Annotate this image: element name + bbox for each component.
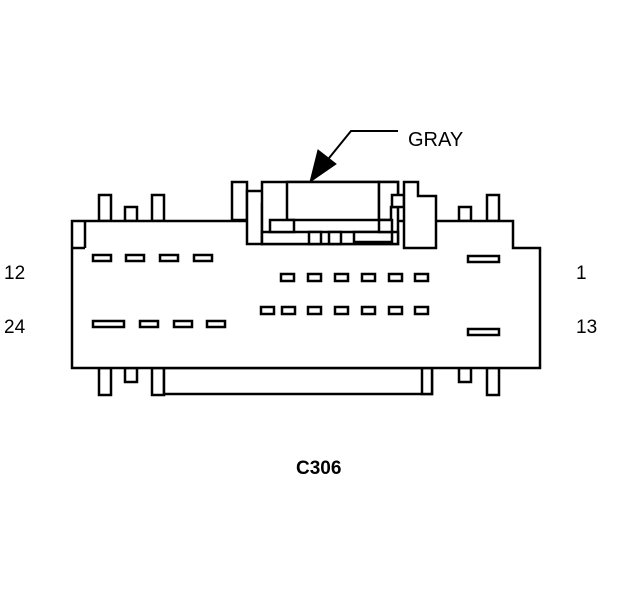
cavity (259, 305, 276, 316)
cavity (333, 272, 350, 283)
connector-drawing (70, 180, 542, 397)
pin-label-bottom-right: 13 (576, 317, 597, 338)
bottom-post-4 (457, 366, 473, 384)
top-post-2 (123, 205, 139, 223)
pin-label-bottom-left: 24 (4, 317, 26, 338)
cavity (413, 272, 430, 283)
bottom-post-2 (123, 366, 139, 384)
cavity (387, 272, 404, 283)
connector-id-label: C306 (296, 458, 341, 479)
connector-body (70, 219, 542, 370)
latch-window (285, 180, 381, 222)
latch-key-1 (268, 218, 296, 234)
leader-line (324, 130, 398, 164)
leader-arrowhead (309, 149, 337, 184)
cavity (124, 253, 146, 263)
cavity (158, 253, 180, 263)
cavity (192, 253, 214, 263)
latch-left-tab (230, 180, 249, 222)
top-post-5 (485, 193, 501, 223)
connector-color-label: GRAY (408, 129, 463, 151)
bottom-post-1 (97, 366, 113, 397)
cavity (205, 319, 227, 329)
cavity (172, 319, 194, 329)
pin-cavities (91, 253, 501, 337)
latch-key-3 (327, 230, 343, 246)
top-post-3 (150, 193, 166, 223)
cavity (333, 305, 350, 316)
cavity (360, 272, 377, 283)
cavity (413, 305, 430, 316)
cavity (466, 327, 501, 337)
bottom-rail (162, 366, 434, 396)
cavity (387, 305, 404, 316)
top-post-4 (457, 205, 473, 223)
latch-right-tab (390, 193, 406, 209)
latch-key-2 (307, 230, 323, 246)
latch-key-4 (352, 230, 394, 244)
cavity (138, 319, 160, 329)
cavity (280, 305, 297, 316)
pin-label-top-left: 12 (4, 263, 25, 284)
cavity (466, 254, 501, 264)
cavity (360, 305, 377, 316)
bottom-rail-cap (420, 366, 434, 396)
cavity (279, 272, 296, 283)
top-post-1 (97, 193, 113, 223)
latch-right-wall (402, 180, 438, 250)
color-leader (309, 130, 398, 184)
latch-key-5 (377, 218, 394, 234)
bottom-post-5 (485, 366, 501, 397)
pin-label-top-right: 1 (576, 263, 587, 284)
cavity (306, 305, 323, 316)
cavity (91, 319, 126, 329)
cavity (306, 272, 323, 283)
bottom-post-3 (150, 366, 166, 397)
cavity (91, 253, 113, 263)
